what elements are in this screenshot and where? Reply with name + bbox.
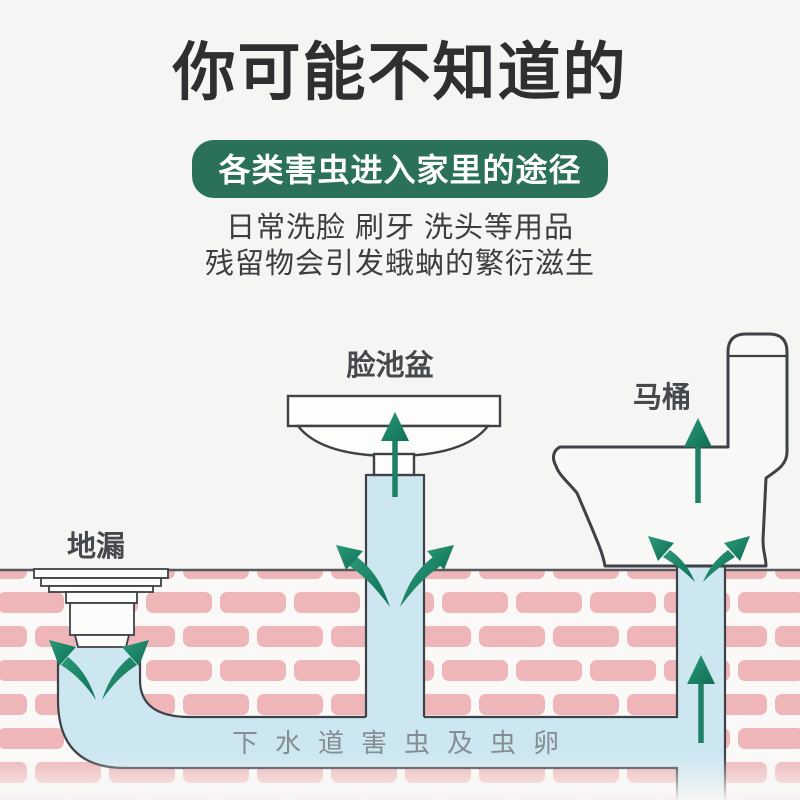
- floor-drain-illustration: [33, 568, 169, 648]
- basin-drain-pipe: [366, 474, 424, 718]
- label-toilet: 马桶: [633, 381, 691, 414]
- pest-arrows-wash-basin: [336, 412, 454, 607]
- pest-arrows-floor-drain: [49, 640, 149, 700]
- sewer-pipe-label: 下水道害虫及虫卵: [232, 728, 576, 758]
- subtitle-line-2: 残留物会引发蛾蚋的繁衍滋生: [204, 248, 595, 280]
- bottom-fade: [0, 756, 800, 800]
- subtitle-line-1: 日常洗脸 刷牙 洗头等用品: [225, 212, 575, 244]
- page-title: 你可能不知道的: [172, 38, 628, 108]
- toilet-illustration: [551, 332, 789, 568]
- pest-arrows-toilet: [648, 418, 750, 743]
- drain-elbow-pipe: [58, 646, 677, 768]
- label-wash-basin: 脸池盆: [346, 348, 434, 382]
- label-floor-drain: 地漏: [67, 530, 125, 563]
- green-banner: 各类害虫进入家里的途径: [192, 140, 608, 198]
- banner-row: 各类害虫进入家里的途径: [0, 140, 800, 198]
